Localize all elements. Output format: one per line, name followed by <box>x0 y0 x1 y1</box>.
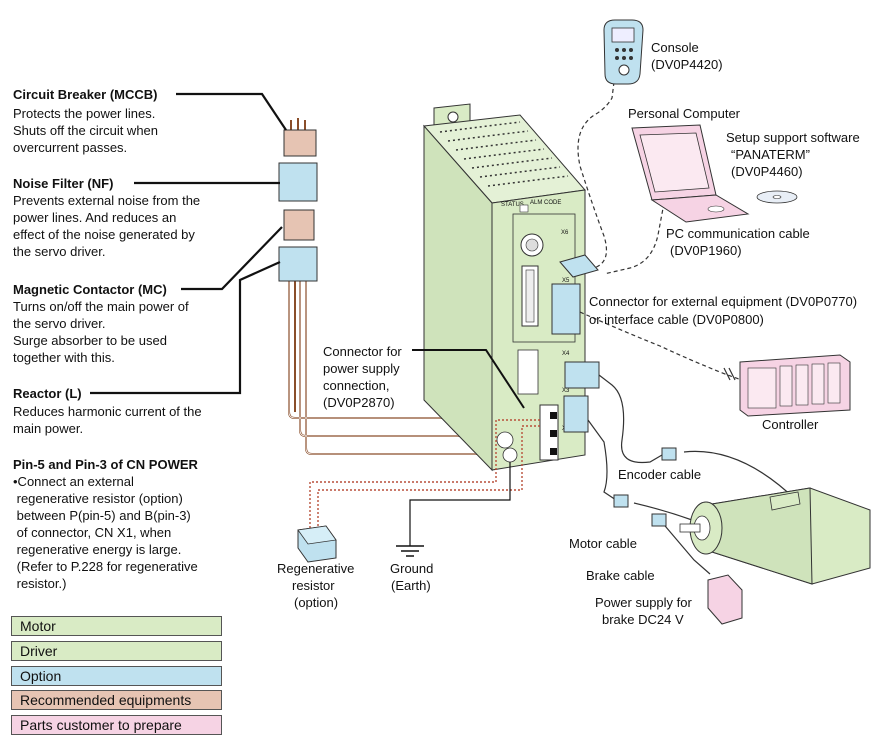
controller-label: Controller <box>762 417 819 432</box>
mc-title: Magnetic Contactor (MC) <box>13 282 167 297</box>
pc-cable-label-line: PC communication cable <box>666 226 810 241</box>
nf-line: Prevents external noise from the <box>13 193 200 208</box>
legend-driver: Driver <box>11 641 222 661</box>
brake-power-label-line: brake DC24 V <box>602 612 684 627</box>
regen-wiring <box>309 419 540 530</box>
pc-cable-label-line: (DV0P1960) <box>670 243 742 258</box>
annotation-pin: Pin-5 and Pin-3 of CN POWER •Connect an … <box>13 457 199 591</box>
annotation-mc: Magnetic Contactor (MC) Turns on/off the… <box>13 282 189 365</box>
nf-line: power lines. And reduces an <box>13 210 176 225</box>
power-conn-label-line: power supply <box>323 361 400 376</box>
nf-title: Noise Filter (NF) <box>13 176 113 191</box>
driver-alm-label: ALM CODE <box>530 200 561 206</box>
setup-label-line: Setup support software <box>726 130 860 145</box>
console-device <box>603 19 644 85</box>
motor-cable-label: Motor cable <box>569 536 637 551</box>
mc-line: the servo driver. <box>13 316 106 331</box>
mccb-title: Circuit Breaker (MCCB) <box>13 87 157 102</box>
mccb-component <box>283 118 317 157</box>
legend-motor: Motor <box>11 616 222 636</box>
ground-symbol <box>396 545 424 557</box>
setup-software-disc <box>756 190 798 204</box>
power-conn-label-line: connection, <box>323 378 390 393</box>
brake-power-supply <box>707 574 743 625</box>
annotation-reactor: Reactor (L) Reduces harmonic current of … <box>13 386 202 436</box>
mccb-line: Protects the power lines. <box>13 106 155 121</box>
pin-line: •Connect an external <box>13 474 134 489</box>
brake-power-label-line: Power supply for <box>595 595 692 610</box>
laptop <box>631 124 750 223</box>
annotation-leaders <box>90 92 287 395</box>
encoder-connector <box>661 447 677 461</box>
pin-line: resistor.) <box>13 576 66 591</box>
annotation-nf: Noise Filter (NF) Prevents external nois… <box>13 176 200 259</box>
pin-title: Pin-5 and Pin-3 of CN POWER <box>13 457 199 472</box>
ground-label-line: (Earth) <box>391 578 431 593</box>
regen-label-line: Regenerative <box>277 561 354 576</box>
brake-power-label: Power supply for brake DC24 V <box>595 595 692 627</box>
power-conn-label-line: (DV0P2870) <box>323 395 395 410</box>
legend-recommended: Recommended equipments <box>11 690 222 710</box>
pc-cable-label: PC communication cable (DV0P1960) <box>666 226 810 258</box>
mc-line: Surge absorber to be used <box>13 333 167 348</box>
console-label: Console (DV0P4420) <box>651 40 723 72</box>
power-connector-label: Connector for power supply connection, (… <box>323 344 402 410</box>
power-connector-leader <box>412 349 525 409</box>
cables <box>577 81 797 575</box>
regen-label: Regenerative resistor (option) <box>277 561 354 610</box>
ground-wiring <box>409 462 511 546</box>
reactor-title: Reactor (L) <box>13 386 82 401</box>
nf-line: effect of the noise generated by <box>13 227 195 242</box>
console-label-line: Console <box>651 40 699 55</box>
pin-line: regenerative resistor (option) <box>13 491 183 506</box>
pin-line: (Refer to P.228 for regenerative <box>13 559 198 574</box>
mccb-line: Shuts off the circuit when <box>13 123 158 138</box>
servo-driver: STATUS ALM CODE X6 X5 X4 X3 X1 <box>422 103 586 472</box>
pin-line: of connector, CN X1, when <box>13 525 171 540</box>
power-conn-label-line: Connector for <box>323 344 402 359</box>
regen-label-line: (option) <box>294 595 338 610</box>
motor-connector <box>613 494 629 508</box>
ground-label-line: Ground <box>390 561 433 576</box>
mc-line: Turns on/off the main power of <box>13 299 189 314</box>
port-x3-label: X3 <box>562 388 570 394</box>
setup-software-label: Setup support software “PANATERM” (DV0P4… <box>726 130 860 179</box>
nf-component <box>278 162 318 202</box>
mc-line: together with this. <box>13 350 115 365</box>
pin-line: regenerative energy is large. <box>13 542 181 557</box>
setup-label-line: “PANATERM” <box>731 147 810 162</box>
mccb-line: overcurrent passes. <box>13 140 127 155</box>
port-x5-label: X5 <box>562 278 570 284</box>
servo-motor <box>679 487 871 585</box>
pc-label: Personal Computer <box>628 106 741 121</box>
port-x6-label: X6 <box>561 230 569 236</box>
ext-connector-label: Connector for external equipment (DV0P07… <box>589 294 857 327</box>
controller-device <box>739 354 851 417</box>
reactor-component <box>278 246 318 282</box>
ext-conn-label-line: Connector for external equipment (DV0P07… <box>589 294 857 309</box>
regenerative-resistor <box>297 525 337 563</box>
reactor-line: Reduces harmonic current of the <box>13 404 202 419</box>
legend-customer-parts: Parts customer to prepare <box>11 715 222 735</box>
reactor-line: main power. <box>13 421 83 436</box>
port-x4-label: X4 <box>562 351 570 357</box>
annotation-mccb: Circuit Breaker (MCCB) Protects the powe… <box>13 87 158 155</box>
driver-option-connectors <box>551 254 600 433</box>
console-label-line: (DV0P4420) <box>651 57 723 72</box>
nf-line: the servo driver. <box>13 244 106 259</box>
ground-label: Ground (Earth) <box>390 561 433 593</box>
pin-line: between P(pin-5) and B(pin-3) <box>13 508 191 523</box>
encoder-cable-label: Encoder cable <box>618 467 701 482</box>
legend-option: Option <box>11 666 222 686</box>
regen-label-line: resistor <box>292 578 335 593</box>
ext-conn-label-line: or interface cable (DV0P0800) <box>589 312 764 327</box>
brake-cable-label: Brake cable <box>586 568 655 583</box>
setup-label-line: (DV0P4460) <box>731 164 803 179</box>
power-lines-inner <box>288 272 555 455</box>
driver-status-label: STATUS <box>501 202 524 208</box>
brake-connector <box>651 513 667 527</box>
mc-component <box>283 209 315 241</box>
